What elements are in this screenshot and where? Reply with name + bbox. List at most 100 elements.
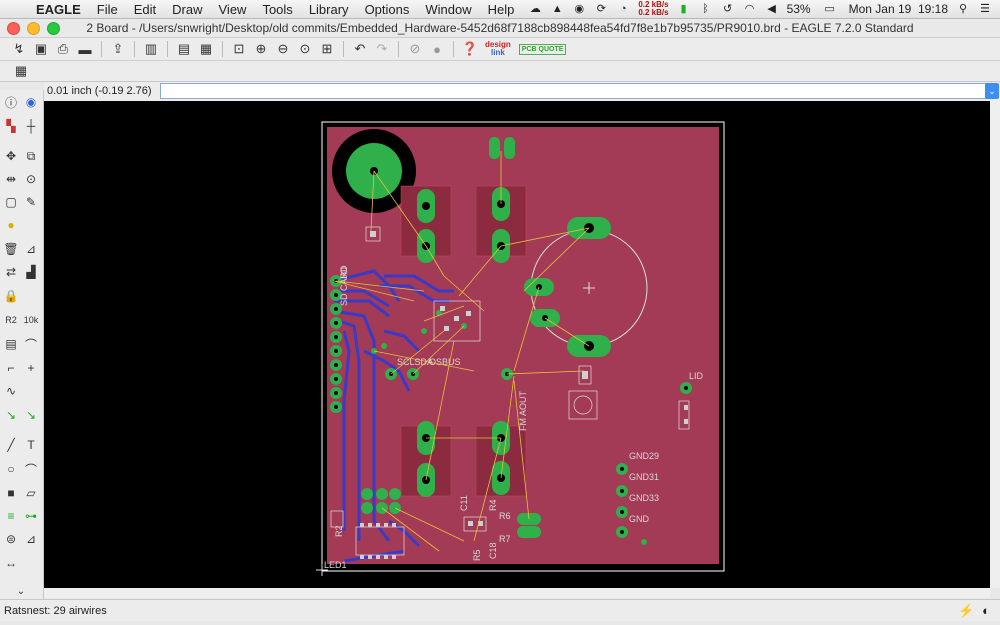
ulp-icon[interactable]: ▤: [177, 41, 191, 56]
close-window-button[interactable]: [7, 21, 20, 35]
move-icon[interactable]: ✥: [5, 149, 17, 163]
grid-icon[interactable]: ▦: [14, 63, 28, 78]
arc-icon[interactable]: ⌒: [24, 462, 37, 477]
script-icon[interactable]: ▥: [144, 41, 158, 56]
dimension-icon[interactable]: ↔: [5, 556, 17, 570]
label-io: I/O: [339, 267, 349, 279]
vertical-scrollbar[interactable]: [990, 101, 1000, 588]
paste-icon[interactable]: ●: [7, 218, 15, 232]
label-osbus: OSBUS: [429, 357, 461, 367]
battery-percent[interactable]: 53%: [786, 2, 811, 16]
menu-file[interactable]: File: [96, 1, 118, 17]
toolbar-separator: [453, 41, 454, 57]
via-icon[interactable]: ≡: [7, 509, 15, 523]
command-history-dropdown[interactable]: ⌄: [985, 83, 999, 99]
text-icon[interactable]: T: [27, 438, 35, 452]
add-icon[interactable]: ⊿: [25, 242, 37, 256]
zoom-window-button[interactable]: [47, 21, 60, 35]
menu-library[interactable]: Library: [308, 1, 349, 17]
horizontal-scrollbar[interactable]: [44, 588, 990, 598]
split-icon[interactable]: ▤: [5, 337, 17, 351]
circle-icon[interactable]: ○: [7, 462, 15, 476]
delete-icon[interactable]: 🗑: [3, 242, 19, 256]
menu-draw[interactable]: Draw: [172, 1, 203, 17]
cam-processor-icon[interactable]: ▬: [78, 41, 92, 57]
board-drawing[interactable]: SD CARD I/O SCLSDA OSBUS FM AOUT LID GND…: [44, 101, 990, 588]
status-bar: Ratsnest: 29 airwires ⚡ ◐: [0, 599, 1000, 621]
zoom-fit-icon[interactable]: ⊡: [233, 41, 245, 56]
redraw-icon[interactable]: ⊙: [299, 41, 311, 56]
name-icon[interactable]: ▟: [26, 265, 36, 279]
time-machine-icon[interactable]: ↺: [722, 3, 733, 15]
save-icon[interactable]: ▣: [34, 41, 48, 56]
group-icon[interactable]: ▢: [5, 195, 17, 209]
rectangle-icon[interactable]: ■: [7, 486, 15, 500]
smash-icon[interactable]: R2: [5, 315, 17, 325]
mark-icon[interactable]: ┼: [26, 119, 36, 133]
notification-center-icon[interactable]: ☰: [980, 3, 990, 15]
menu-options[interactable]: Options: [364, 1, 410, 17]
help-icon[interactable]: ❓: [461, 41, 479, 56]
undo-icon[interactable]: ↶: [354, 41, 366, 56]
network-speed[interactable]: 0.2 kB/s 0.2 kB/s: [638, 1, 668, 17]
mirror-icon[interactable]: ⇹: [5, 172, 17, 186]
display-layers-icon[interactable]: ▚: [6, 119, 16, 133]
clock[interactable]: Mon Jan 19 19:18: [848, 2, 948, 16]
pcb-quote-logo[interactable]: PCB QUOTE: [518, 43, 567, 55]
ratsnest-lightning-icon[interactable]: ⚡: [957, 602, 975, 618]
optimize-icon[interactable]: ⌐: [7, 361, 15, 375]
clock-icon[interactable]: ◔: [619, 3, 627, 15]
change-icon[interactable]: ✎: [25, 195, 37, 209]
hole-icon[interactable]: ⊜: [5, 532, 17, 546]
zoom-out-icon[interactable]: ⊖: [277, 41, 289, 56]
polygon-icon[interactable]: ▱: [26, 486, 36, 500]
show-icon[interactable]: ◉: [25, 95, 37, 109]
info-icon[interactable]: ⓘ: [4, 95, 17, 110]
menu-help[interactable]: Help: [487, 1, 515, 17]
ripup-icon[interactable]: ↘: [5, 408, 17, 422]
use-library-icon[interactable]: ⇪: [112, 41, 124, 56]
value-icon[interactable]: 10k: [23, 315, 39, 325]
stop-icon[interactable]: ⊘: [409, 41, 421, 56]
copy-icon[interactable]: ⧉: [26, 148, 36, 163]
menu-app-name[interactable]: EAGLE: [36, 1, 81, 17]
zoom-in-icon[interactable]: ⊕: [255, 41, 267, 56]
menu-edit[interactable]: Edit: [133, 1, 157, 17]
menu-window[interactable]: Window: [425, 1, 472, 17]
command-input[interactable]: [160, 83, 988, 99]
minimize-window-button[interactable]: [27, 21, 40, 35]
cpu-meter-icon[interactable]: ▮: [680, 3, 687, 15]
replace-icon[interactable]: ⇄: [5, 265, 17, 279]
open-icon[interactable]: ↯: [13, 41, 25, 56]
route-icon[interactable]: ∿: [5, 384, 17, 398]
vias: [371, 310, 647, 545]
rotate-icon[interactable]: ⊙: [25, 172, 37, 186]
miter-icon[interactable]: ⌒: [24, 337, 37, 352]
toolbar-separator: [343, 41, 344, 57]
sync-icon[interactable]: ⟳: [596, 3, 606, 15]
spotlight-icon[interactable]: ⚲: [958, 3, 968, 15]
print-icon[interactable]: ⎙: [57, 41, 69, 56]
board-icon[interactable]: ▦: [199, 41, 213, 56]
dropbox-icon[interactable]: ☁: [529, 3, 541, 15]
menu-view[interactable]: View: [218, 1, 247, 17]
volume-icon[interactable]: ◀: [767, 3, 776, 15]
signal-icon[interactable]: ⊶: [25, 509, 37, 523]
eye-icon[interactable]: ◉: [574, 3, 585, 15]
go-icon[interactable]: ●: [433, 41, 441, 57]
stop-command-icon[interactable]: ◐: [982, 602, 990, 618]
lock-icon[interactable]: 🔒: [3, 289, 19, 303]
attribute-icon[interactable]: ⊿: [25, 532, 37, 546]
meander-icon[interactable]: +: [27, 361, 35, 375]
wifi-icon[interactable]: ◠: [744, 3, 755, 15]
redo-icon[interactable]: ↷: [376, 41, 388, 56]
bluetooth-icon[interactable]: ᛒ: [702, 3, 709, 15]
palette-expand-icon[interactable]: ⌄: [16, 585, 26, 597]
line-icon[interactable]: ╱: [7, 438, 15, 452]
board-canvas[interactable]: SD CARD I/O SCLSDA OSBUS FM AOUT LID GND…: [44, 101, 990, 588]
zoom-select-icon[interactable]: ⊞: [321, 41, 333, 56]
hat-icon[interactable]: ▲: [551, 3, 563, 15]
menu-tools[interactable]: Tools: [262, 1, 293, 17]
wire-icon[interactable]: ↘: [25, 408, 37, 422]
